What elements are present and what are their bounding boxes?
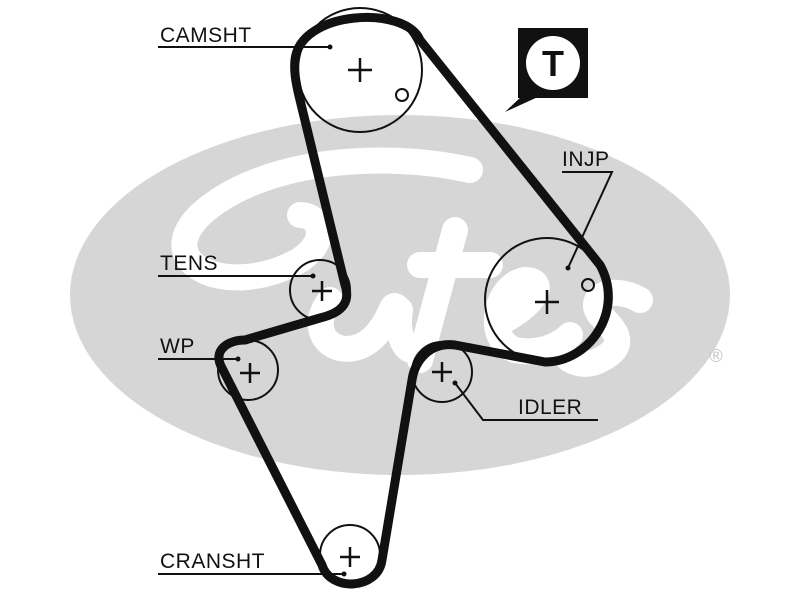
crankshaft-pulley-circle [319,524,381,586]
label-idler: IDLER [518,396,582,419]
injection-pump-pulley [484,237,610,363]
water-pump-pulley [217,339,279,401]
idler-leader-line [454,382,598,421]
badge-circle [526,36,580,90]
gates-logo-watermark: ® [70,115,730,475]
label-tensioner: TENS [160,252,218,275]
camshaft-pulley [297,7,423,133]
tensioner-pulley-circle [289,259,351,321]
idler-pulley-circle [411,341,473,403]
label-injection-pump: INJP [562,148,610,171]
injection-pump-leader-line [562,171,614,269]
watermark-script [171,147,653,377]
registered-mark: ® [707,346,725,367]
idler-pulley [411,341,473,403]
badge-pointer [505,96,540,112]
water-pump-pulley-circle [217,339,279,401]
crankshaft-pulley [319,524,381,586]
camshaft-timing-mark [395,88,409,102]
label-crankshaft: CRANSHT [160,550,265,573]
tensioner-pulley [289,259,351,321]
injection-pump-pulley-circle [484,237,610,363]
camshaft-pulley-circle [297,7,423,133]
timing-belt-t-badge: T [505,28,588,112]
label-water-pump: WP [160,335,195,358]
label-camshaft: CAMSHT [160,24,252,47]
timing-belt [214,12,613,589]
injection-pump-timing-mark [581,278,595,292]
badge-letter: T [542,43,564,84]
